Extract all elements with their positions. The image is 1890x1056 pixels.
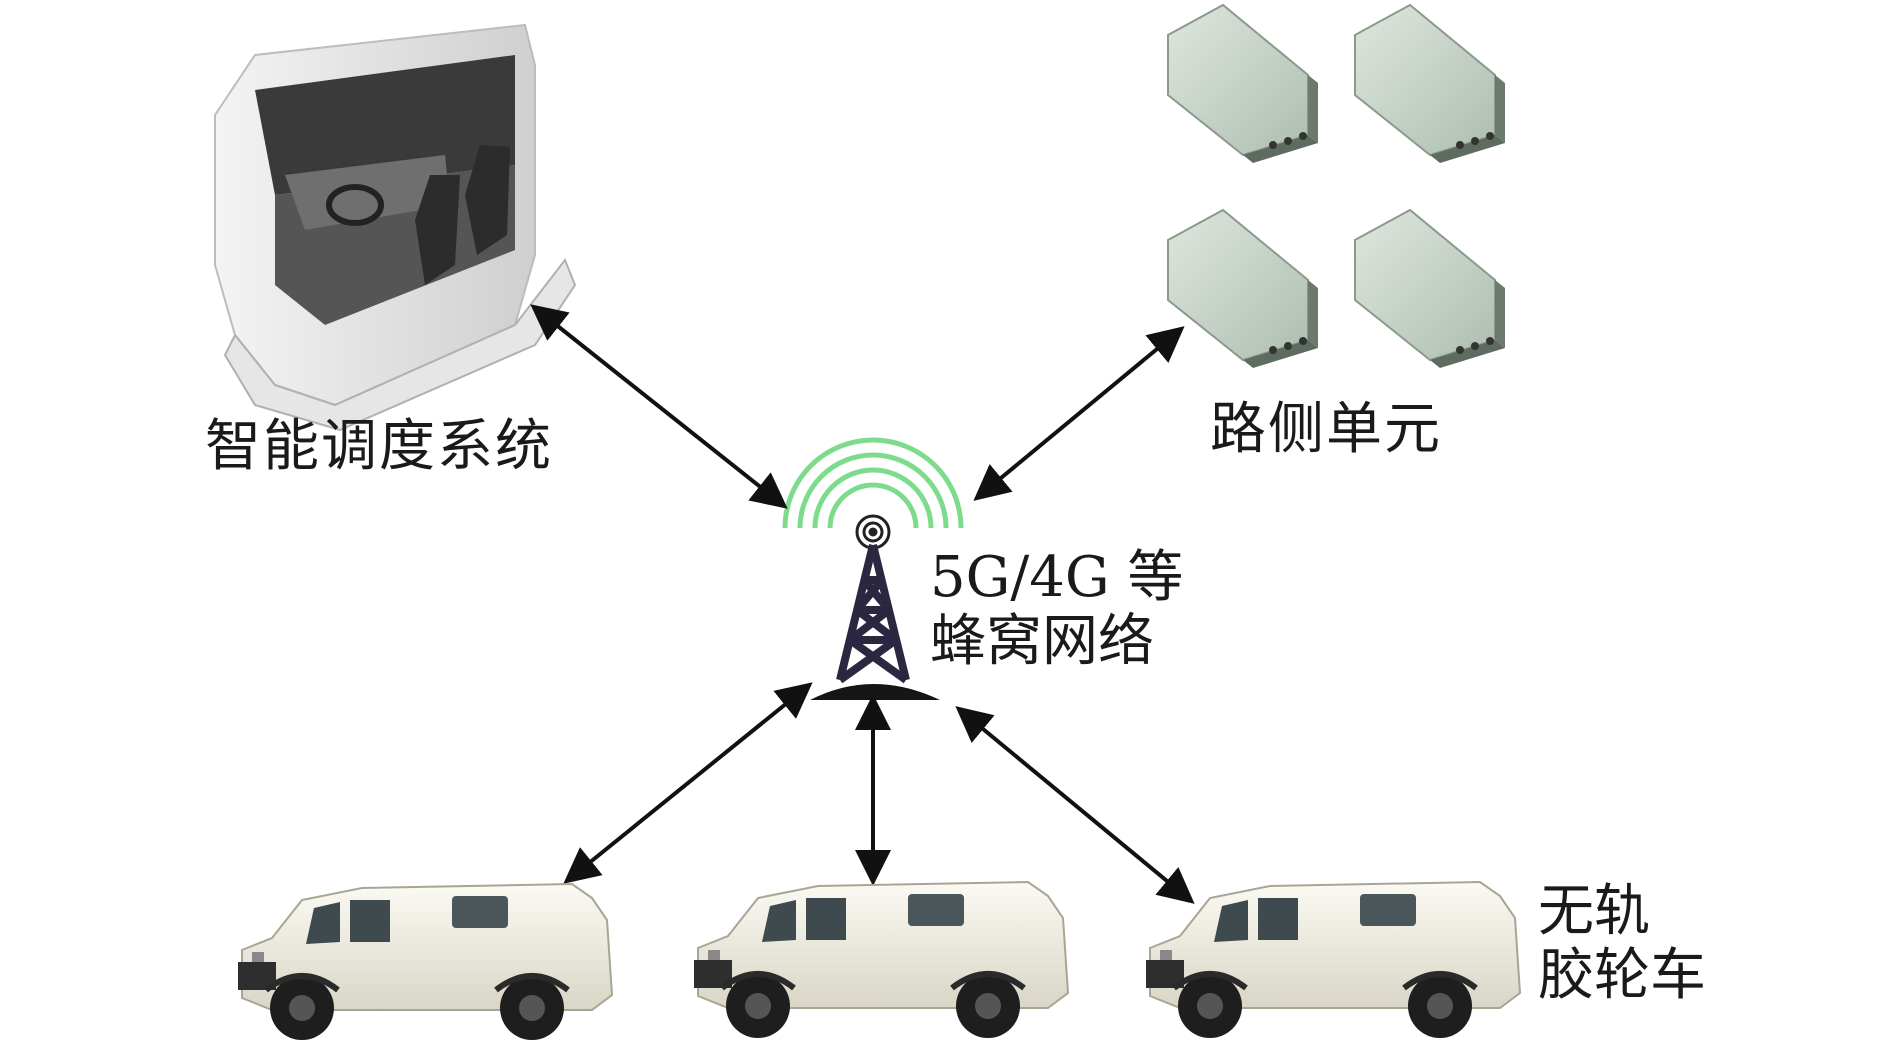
- trackless-vehicle-icon: [238, 882, 1520, 1040]
- driving-simulator-icon: [214, 23, 577, 432]
- arrow-network-vehicle-right: [955, 706, 1195, 904]
- vehicle-label-line2: 胶轮车: [1538, 943, 1706, 1009]
- arrow-network-vehicle-left: [563, 682, 813, 884]
- network-label: 5G/4G 等 蜂窝网络: [930, 545, 1184, 675]
- network-label-line2: 蜂窝网络: [930, 609, 1154, 675]
- dispatch-system-label: 智能调度系统: [205, 414, 553, 479]
- roadside-unit-icon: [1167, 4, 1506, 369]
- signal-waves-icon: [782, 437, 964, 529]
- tower-base: [810, 684, 940, 700]
- antenna-center-icon: [855, 514, 891, 550]
- network-label-line1: 5G/4G 等: [930, 545, 1184, 610]
- arrow-roadside-network: [973, 326, 1185, 501]
- vehicle-label-line1: 无轨: [1538, 879, 1650, 944]
- connection-arrows: [530, 304, 1195, 904]
- arrow-dispatch-network: [530, 304, 788, 509]
- cell-tower-icon: [836, 544, 910, 684]
- roadside-unit-label: 路侧单元: [1210, 397, 1442, 462]
- vehicle-label: 无轨 胶轮车: [1538, 879, 1706, 1009]
